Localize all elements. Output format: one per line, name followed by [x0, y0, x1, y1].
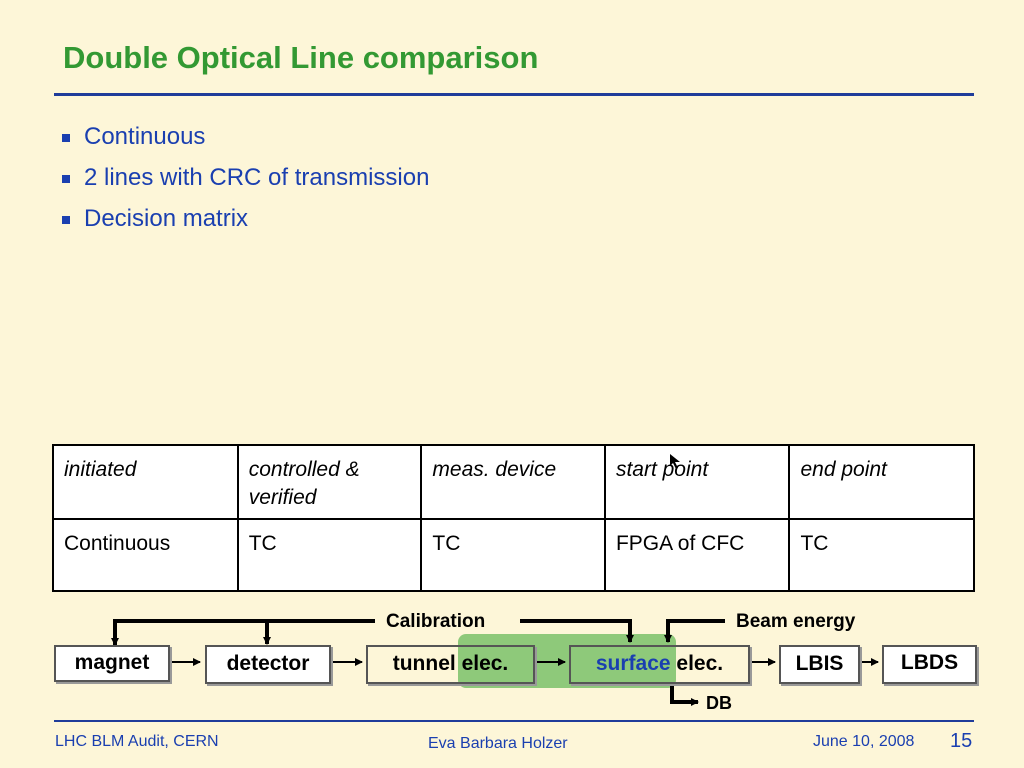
- magnet-box: magnet: [54, 645, 170, 682]
- tunnel-label: tunnel: [392, 652, 456, 675]
- beam-energy-label: Beam energy: [736, 611, 856, 632]
- header-cell: end point: [788, 444, 975, 520]
- page-number: 15: [950, 730, 973, 752]
- tunnel-elec-label: elec.: [461, 652, 509, 675]
- header-cell: start point: [603, 444, 791, 520]
- surface-elec-box: surface elec.: [569, 645, 750, 684]
- square-bullet-icon: [62, 133, 70, 142]
- lbis-label: LBIS: [795, 652, 844, 675]
- magnet-label: magnet: [74, 651, 150, 674]
- footer-left: LHC BLM Audit, CERN: [55, 733, 219, 750]
- title-divider: [54, 93, 974, 96]
- bullet-text: Continuous: [84, 122, 206, 150]
- bullet-text: 2 lines with CRC of transmission: [84, 163, 430, 191]
- slide-title: Double Optical Line comparison: [63, 40, 539, 75]
- table-cell: TC: [236, 518, 423, 592]
- table-cell: TC: [788, 518, 975, 592]
- decision-matrix-table: initiated controlled & verified meas. de…: [52, 444, 975, 592]
- surface-elec-label: elec.: [676, 652, 724, 675]
- bullet-item: Decision matrix: [62, 198, 429, 239]
- tunnel-elec-box: tunnel elec.: [366, 645, 535, 684]
- lbis-box: LBIS: [779, 645, 860, 684]
- header-cell: initiated: [52, 444, 239, 520]
- detector-label: detector: [226, 652, 310, 675]
- footer-author: Eva Barbara Holzer: [428, 735, 568, 752]
- calibration-label: Calibration: [386, 611, 486, 632]
- pointer-arrow-icon: [670, 454, 680, 469]
- detector-box: detector: [205, 645, 331, 684]
- bullet-text: Decision matrix: [84, 204, 249, 232]
- db-line: [670, 684, 699, 706]
- header-cell: controlled & verified: [236, 444, 423, 520]
- table-header-row: initiated controlled & verified meas. de…: [52, 444, 975, 520]
- surface-label: surface: [595, 652, 671, 675]
- bullet-list: Continuous 2 lines with CRC of transmiss…: [62, 116, 429, 239]
- square-bullet-icon: [62, 215, 70, 224]
- square-bullet-icon: [62, 174, 70, 183]
- lbds-box: LBDS: [882, 645, 977, 684]
- footer-divider: [54, 720, 974, 722]
- elec-highlight: [458, 634, 676, 688]
- bullet-item: 2 lines with CRC of transmission: [62, 157, 429, 198]
- calibration-line: [111, 619, 634, 646]
- table-cell: FPGA of CFC: [603, 518, 791, 592]
- header-cell: meas. device: [420, 444, 606, 520]
- beam-energy-line: [664, 619, 725, 643]
- bullet-item: Continuous: [62, 116, 429, 157]
- footer-date: June 10, 2008: [813, 733, 915, 750]
- table-cell: TC: [420, 518, 606, 592]
- db-label: DB: [706, 693, 732, 713]
- table-cell: Continuous: [52, 518, 239, 592]
- table-row: Continuous TC TC FPGA of CFC TC: [52, 518, 975, 592]
- lbds-label: LBDS: [900, 651, 959, 674]
